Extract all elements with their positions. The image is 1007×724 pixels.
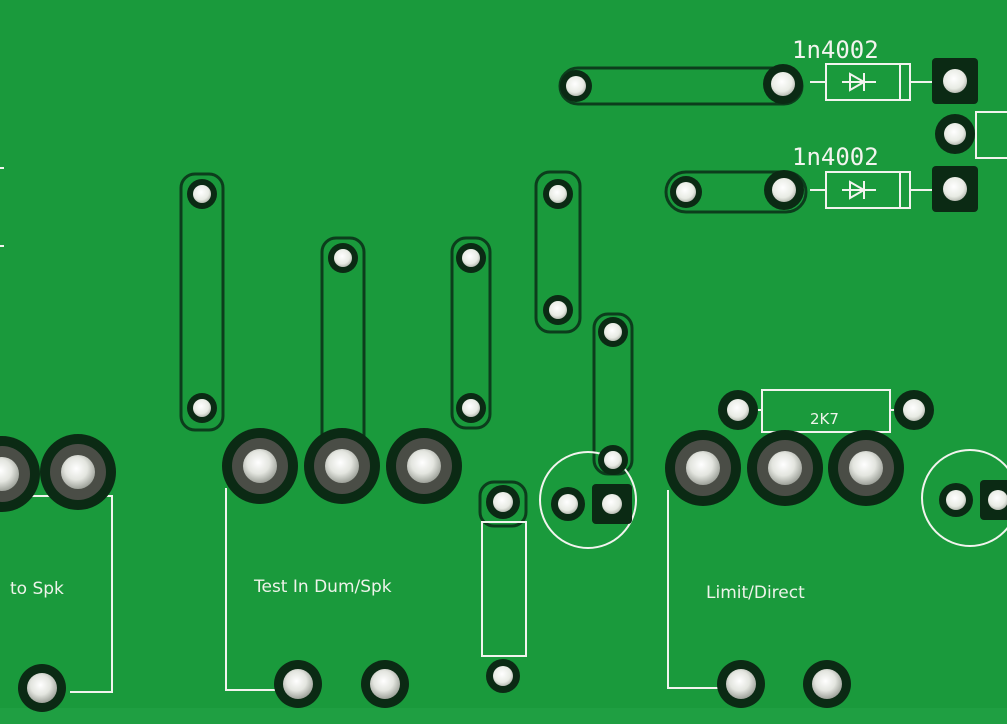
terminal-pad bbox=[0, 436, 40, 512]
pad bbox=[187, 179, 217, 209]
bottom-pads bbox=[18, 660, 851, 712]
pad bbox=[894, 390, 934, 430]
terminal-pad bbox=[828, 430, 904, 506]
board-edge bbox=[0, 708, 1007, 724]
component-outline-right bbox=[975, 111, 1007, 159]
pad bbox=[187, 393, 217, 423]
pad bbox=[456, 243, 486, 273]
jumper-vert-3 bbox=[450, 236, 492, 430]
section-label-left: to Spk bbox=[10, 579, 64, 599]
jumper-vert-4 bbox=[534, 170, 582, 334]
terminal-pad bbox=[665, 430, 741, 506]
pad bbox=[560, 70, 592, 102]
pad bbox=[598, 445, 628, 475]
pad bbox=[543, 179, 573, 209]
bottom-pad bbox=[18, 664, 66, 712]
pad bbox=[551, 487, 585, 521]
pad bbox=[670, 176, 702, 208]
terminal-pad bbox=[222, 428, 298, 504]
terminal-pad bbox=[386, 428, 462, 504]
capacitor-outline-right bbox=[921, 449, 1007, 547]
terminal-pad bbox=[747, 430, 823, 506]
bottom-pad bbox=[361, 660, 409, 708]
capacitor-outline-mid bbox=[539, 451, 637, 549]
resistor-vertical-outline bbox=[481, 521, 527, 657]
jumper-vert-1 bbox=[179, 172, 225, 432]
jumper-vert-6 bbox=[478, 480, 528, 528]
pad bbox=[543, 295, 573, 325]
section-label-right: Limit/Direct bbox=[706, 583, 805, 603]
pad bbox=[598, 317, 628, 347]
bottom-pad bbox=[717, 660, 765, 708]
round-pads-small bbox=[187, 64, 975, 693]
silkscreen-outlines bbox=[0, 63, 1007, 693]
terminal-outline-right bbox=[667, 490, 720, 689]
pad bbox=[939, 483, 973, 517]
pad bbox=[456, 393, 486, 423]
pad bbox=[935, 114, 975, 154]
section-label-middle: Test In Dum/Spk bbox=[253, 577, 392, 597]
resistor-label: 2K7 bbox=[810, 410, 839, 428]
bottom-pad bbox=[803, 660, 851, 708]
bottom-pad bbox=[274, 660, 322, 708]
pad bbox=[486, 659, 520, 693]
pad bbox=[486, 485, 520, 519]
diode-symbols bbox=[842, 72, 876, 200]
pad bbox=[328, 243, 358, 273]
terminal-pad bbox=[40, 434, 116, 510]
pad bbox=[764, 170, 804, 210]
terminal-outline-middle bbox=[225, 488, 280, 691]
jumper-top-short bbox=[664, 170, 808, 214]
pad bbox=[763, 64, 803, 104]
diode-label-bottom: 1n4002 bbox=[792, 143, 879, 171]
pad bbox=[718, 390, 758, 430]
edge-marks bbox=[0, 167, 4, 247]
terminal-pad bbox=[304, 428, 380, 504]
terminal-pads-large bbox=[0, 428, 904, 512]
diode-label-top: 1n4002 bbox=[792, 36, 879, 64]
square-pads bbox=[592, 58, 1007, 524]
